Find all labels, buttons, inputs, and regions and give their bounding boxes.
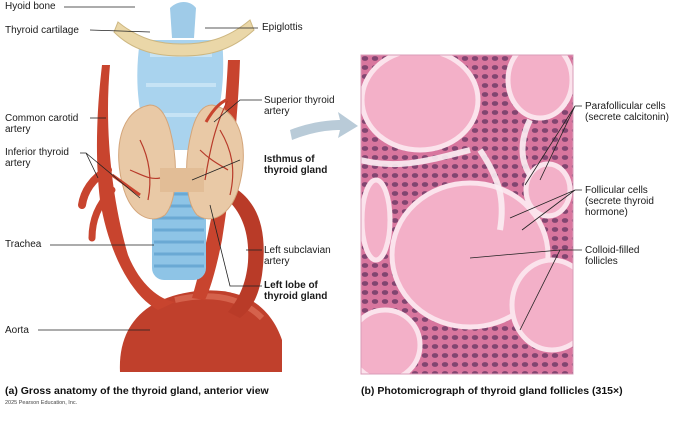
label-follicular-1: Follicular cells [585, 185, 648, 196]
label-parafollicular-2: (secrete calcitonin) [585, 112, 669, 123]
label-left-subclavian-2: artery [264, 256, 290, 267]
label-common-carotid-1: Common carotid [5, 113, 79, 124]
caption-b: (b) Photomicrograph of thyroid gland fol… [361, 385, 623, 397]
thyroid-right-lobe [118, 104, 176, 220]
label-colloid-1: Colloid-filled [585, 245, 640, 256]
label-aorta: Aorta [5, 325, 29, 336]
thyroid-isthmus [160, 168, 204, 192]
label-thyroid-cartilage: Thyroid cartilage [5, 25, 79, 36]
label-colloid-2: follicles [585, 256, 618, 267]
label-trachea: Trachea [5, 239, 42, 250]
epiglottis [170, 2, 196, 38]
caption-a: (a) Gross anatomy of the thyroid gland, … [5, 385, 269, 397]
label-inferior-thyroid-2: artery [5, 158, 31, 169]
aorta [119, 290, 282, 372]
label-superior-thyroid-1: Superior thyroid [264, 95, 335, 106]
label-isthmus-2: thyroid gland [264, 165, 328, 176]
label-parafollicular-1: Parafollicular cells [585, 101, 666, 112]
label-left-subclavian-1: Left subclavian [264, 245, 331, 256]
label-follicular-3: hormone) [585, 207, 628, 218]
gross-anatomy-illustration [78, 2, 282, 372]
label-common-carotid-2: artery [5, 124, 31, 135]
label-epiglottis: Epiglottis [262, 22, 303, 33]
magnify-arrow-icon [290, 112, 358, 140]
copyright-text: 2025 Pearson Education, Inc. [5, 400, 78, 406]
label-left-lobe-1: Left lobe of [264, 280, 318, 291]
label-superior-thyroid-2: artery [264, 106, 290, 117]
label-left-lobe-2: thyroid gland [264, 291, 328, 302]
leader-lines [38, 6, 582, 331]
label-hyoid-bone: Hyoid bone [5, 1, 56, 12]
micrograph [360, 54, 574, 375]
right-common-carotid [96, 65, 175, 310]
label-inferior-thyroid-1: Inferior thyroid [5, 147, 69, 158]
hyoid-bone [113, 19, 255, 57]
label-follicular-2: (secrete thyroid [585, 196, 654, 207]
label-isthmus-1: Isthmus of [264, 154, 315, 165]
